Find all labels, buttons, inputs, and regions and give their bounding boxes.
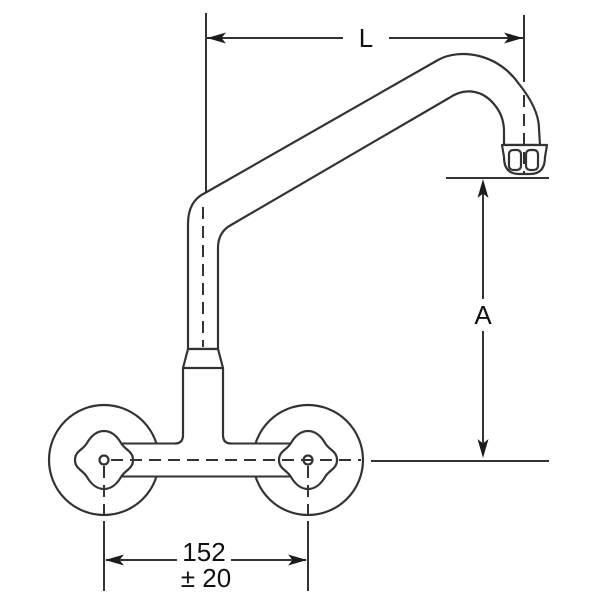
arrowhead-up-icon: [477, 179, 489, 198]
aerator: [500, 143, 549, 176]
dimension-label-A: A: [474, 300, 492, 330]
arrowhead-left-icon: [105, 554, 124, 566]
riser-fill: [175, 368, 231, 444]
spout-tube: [186, 52, 542, 351]
arrowhead-left-icon: [207, 32, 226, 44]
dimension-mounting-distance: 152 ± 20: [103, 521, 309, 593]
dimension-spout-length: L: [205, 13, 525, 192]
riser-sides: [173, 366, 233, 445]
dimension-label-L: L: [359, 23, 373, 53]
arrowhead-right-icon: [504, 32, 523, 44]
centerlines: [103, 95, 525, 518]
collar-nut: [181, 347, 225, 370]
riser: [173, 366, 233, 445]
arrowhead-down-icon: [477, 439, 489, 458]
handle-left-screw: [98, 454, 110, 466]
dimension-tolerance: ± 20: [181, 563, 231, 593]
aerator-slot-left: [507, 148, 523, 172]
arrowhead-right-icon: [288, 554, 307, 566]
aerator-slot-right: [524, 148, 540, 172]
dimension-outlet-height: A: [371, 177, 549, 462]
dimension-value-152: 152: [182, 537, 225, 567]
